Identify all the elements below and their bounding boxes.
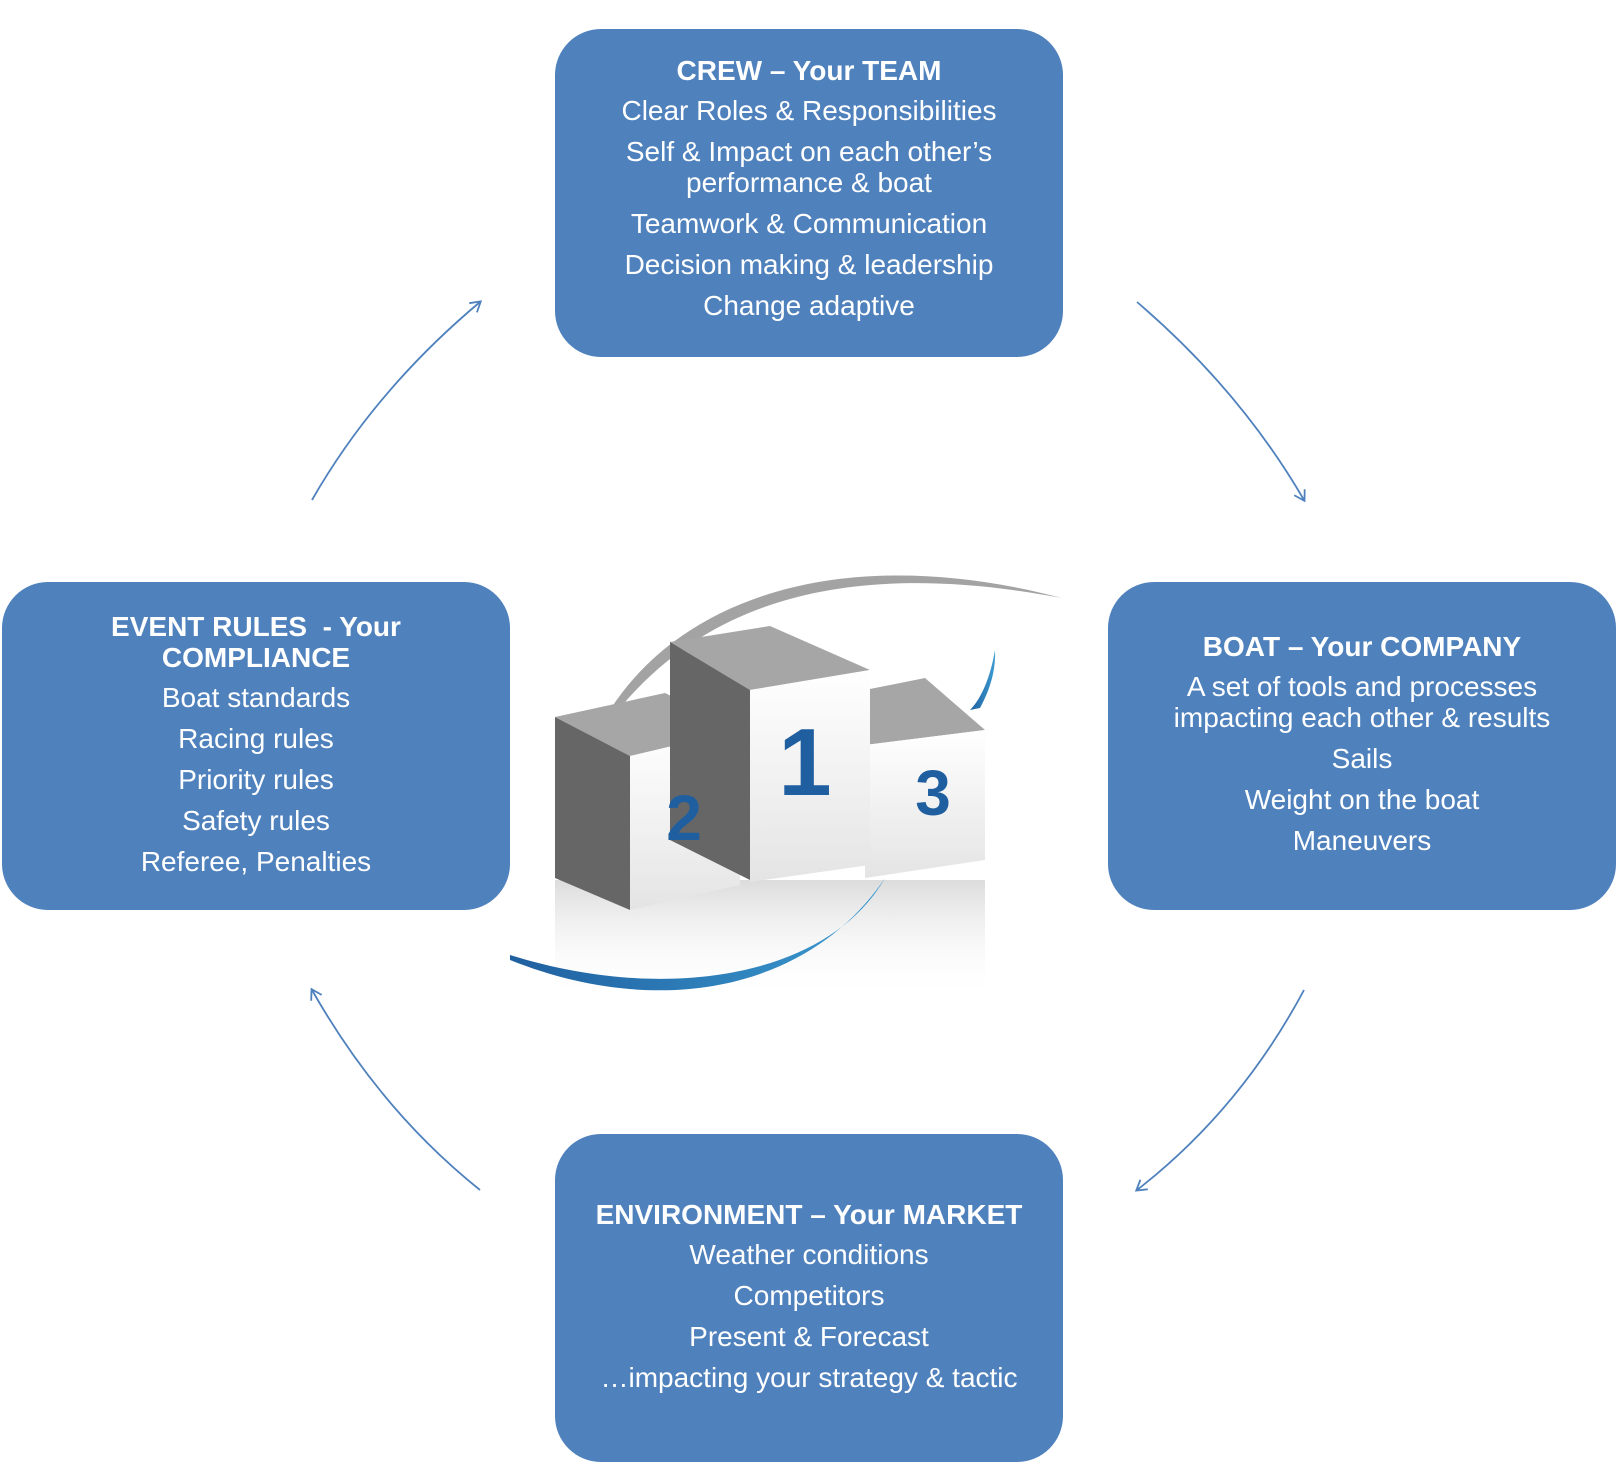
event-rules-title: EVENT RULES - Your COMPLIANCE xyxy=(111,610,409,673)
block-2-side xyxy=(555,717,630,910)
crew-box: CREW – Your TEAM Clear Roles & Responsib… xyxy=(555,29,1063,357)
crew-item: Self & Impact on each other’s performanc… xyxy=(625,135,993,198)
event-rules-item: Boat standards xyxy=(161,681,351,713)
podium-graphic: 1 2 3 xyxy=(510,575,1062,1000)
event-rules-item: Safety rules xyxy=(182,804,330,836)
crew-item: Decision making & leadership xyxy=(624,248,994,280)
arrow-boat-to-environment xyxy=(1134,989,1305,1192)
blue-swoosh-right xyxy=(970,650,996,710)
environment-item: Weather conditions xyxy=(689,1238,929,1270)
gray-swoosh xyxy=(610,575,1062,710)
environment-title: ENVIRONMENT – Your MARKET xyxy=(595,1198,1023,1230)
crew-item: Clear Roles & Responsibilities xyxy=(621,94,997,126)
environment-item: …impacting your strategy & tactic xyxy=(600,1361,1018,1393)
crew-item: Change adaptive xyxy=(703,289,915,321)
event-rules-box: EVENT RULES - Your COMPLIANCE Boat stand… xyxy=(2,582,510,910)
podium-number-2: 2 xyxy=(666,782,702,854)
boat-item: Maneuvers xyxy=(1292,825,1432,856)
boat-box: BOAT – Your COMPANY A set of tools and p… xyxy=(1108,582,1616,910)
crew-item: Teamwork & Communication xyxy=(630,207,988,239)
boat-item: Sails xyxy=(1331,743,1393,774)
arrow-environment-to-rules xyxy=(310,987,481,1191)
event-rules-item: Referee, Penalties xyxy=(140,845,372,877)
block-1-front xyxy=(750,670,870,882)
podium-number-3: 3 xyxy=(915,757,951,829)
block-1-side xyxy=(670,642,750,880)
arrow-rules-to-crew xyxy=(311,300,483,501)
block-3-top xyxy=(865,678,985,745)
boat-item: A set of tools and processes impacting e… xyxy=(1173,671,1551,733)
environment-box: ENVIRONMENT – Your MARKET Weather condit… xyxy=(555,1134,1063,1462)
event-rules-item: Racing rules xyxy=(178,722,334,754)
block-3-front xyxy=(865,730,985,878)
crew-title: CREW – Your TEAM xyxy=(676,54,942,86)
boat-title: BOAT – Your COMPANY xyxy=(1202,631,1522,662)
environment-item: Present & Forecast xyxy=(689,1320,929,1352)
boat-item: Weight on the boat xyxy=(1244,784,1480,815)
arrow-crew-to-boat xyxy=(1136,301,1306,503)
podium-number-1: 1 xyxy=(778,709,831,816)
event-rules-item: Priority rules xyxy=(178,763,334,795)
block-1-top xyxy=(670,626,870,690)
environment-item: Competitors xyxy=(733,1279,885,1311)
